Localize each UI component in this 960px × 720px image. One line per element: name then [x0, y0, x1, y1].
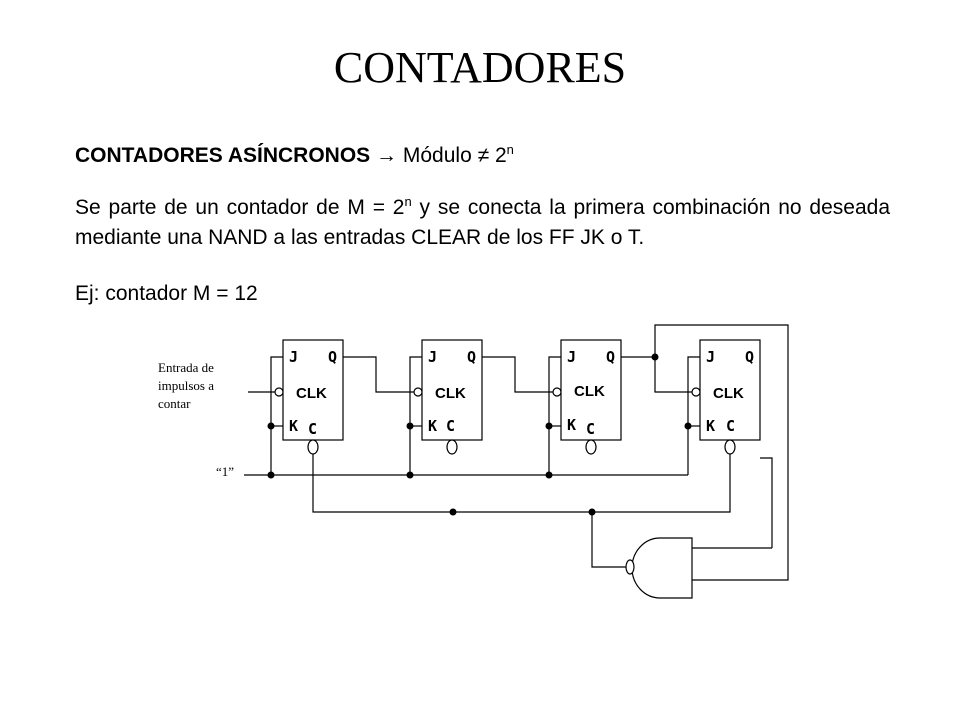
- ff2-k-label: K: [428, 417, 437, 435]
- ff3-clk-label: CLK: [574, 383, 605, 400]
- wire-q2-clk3: [482, 356, 553, 393]
- section-heading: CONTADORES ASÍNCRONOS → Módulo ≠ 2n: [75, 136, 514, 170]
- ff1-j-label: J: [289, 348, 298, 366]
- ff4-clk-bubble: [691, 387, 701, 397]
- modulo-exponent: n: [506, 142, 514, 157]
- ff1-c-label: C: [308, 420, 317, 438]
- ff3-q-label: Q: [606, 348, 615, 366]
- modulo-label: Módulo: [402, 144, 472, 167]
- input-label-line3: contar: [158, 396, 191, 411]
- ff3-k-label: K: [567, 416, 576, 434]
- para-part2: y se conecta la primera combinación no d…: [75, 196, 890, 249]
- ff4-k-label: K: [706, 417, 715, 435]
- ff2-c-label: C: [446, 417, 455, 435]
- input-label-line1: Entrada de: [158, 360, 214, 375]
- arrow-symbol: →: [376, 144, 398, 167]
- page-title: CONTADORES: [333, 43, 627, 92]
- nand-output-bubble: [625, 559, 635, 575]
- para-part1: Se parte de un contador de M = 2: [75, 196, 405, 219]
- logic-one-label: “1”: [216, 464, 234, 479]
- input-label-line2: impulsos a: [158, 378, 214, 393]
- ff1-k-label: K: [289, 417, 298, 435]
- ff4-j-label: J: [706, 348, 715, 366]
- wire-q4-feedback: [654, 324, 789, 581]
- ff4-clear-bubble: [724, 439, 736, 455]
- junction-dots: [267, 353, 692, 516]
- nand-gate: [631, 537, 693, 599]
- ff4-c-label: C: [726, 417, 735, 435]
- ff1-clk-bubble: [274, 387, 284, 397]
- wire-nand-output: [591, 512, 629, 568]
- ff1-q-label: Q: [328, 348, 337, 366]
- ff1-clear-bubble: [307, 439, 319, 455]
- ff2-clear-bubble: [446, 439, 458, 455]
- ff4-clk-label: CLK: [713, 385, 744, 402]
- ff3-c-label: C: [586, 420, 595, 438]
- modulo-base: 2: [494, 144, 507, 167]
- ff3-clk-bubble: [552, 387, 562, 397]
- heading-bold: CONTADORES ASÍNCRONOS: [75, 144, 371, 167]
- ff3-j-label: J: [567, 348, 576, 366]
- wire-q3-clk4: [621, 356, 692, 393]
- para-exponent: n: [404, 194, 412, 209]
- ff3-clear-bubble: [585, 439, 597, 455]
- example-label: Ej: contador M = 12: [75, 282, 258, 305]
- wire-q1-clk2: [343, 356, 414, 393]
- not-equal-symbol: ≠: [477, 144, 490, 167]
- ff2-j-label: J: [428, 348, 437, 366]
- ff2-clk-label: CLK: [435, 385, 466, 402]
- description-paragraph: Se parte de un contador de M = 2n y se c…: [75, 193, 890, 253]
- ff1-clk-label: CLK: [296, 385, 327, 402]
- ff2-q-label: Q: [467, 348, 476, 366]
- clear-bus: [312, 454, 731, 513]
- ff2-clk-bubble: [413, 387, 423, 397]
- ff4-q-label: Q: [745, 348, 754, 366]
